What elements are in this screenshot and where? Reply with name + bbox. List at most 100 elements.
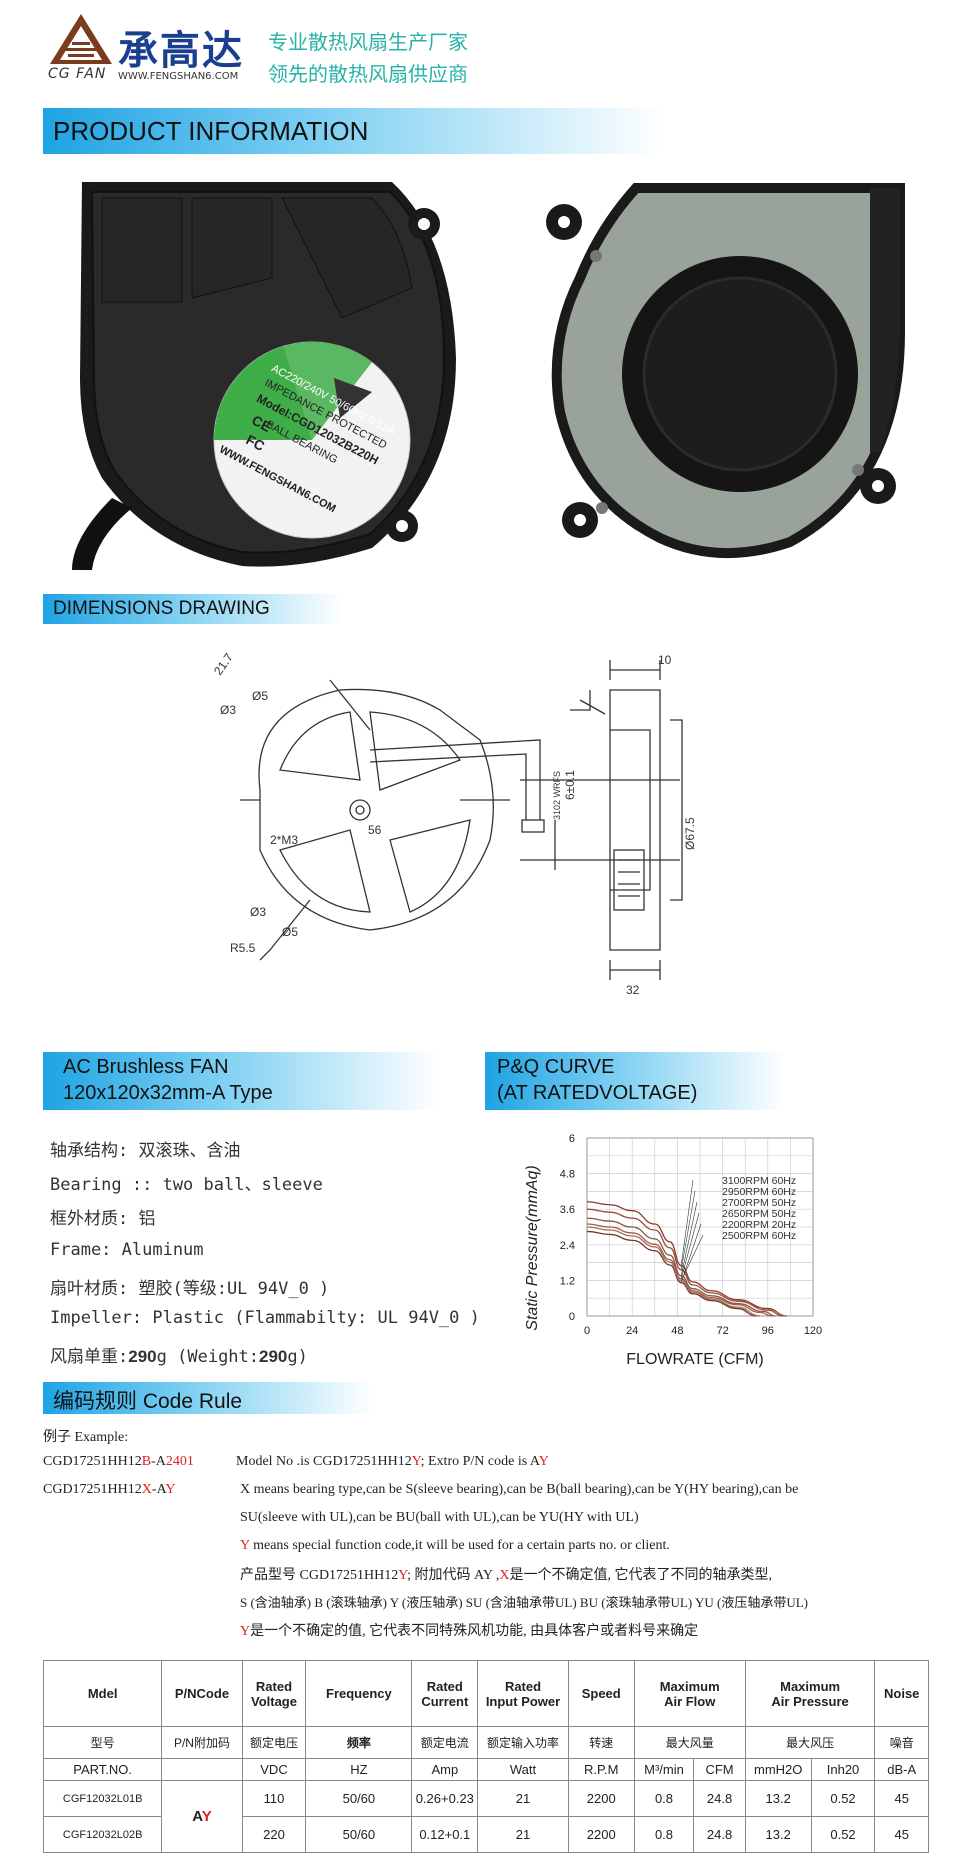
- th-max-air-pressure: Maximum Air Pressure: [744, 1660, 876, 1727]
- y-tick-label: 6: [569, 1133, 575, 1145]
- dimensions-drawing: 21.7 Ø5 Ø3 2*M3 56 Ø3 R5.5 Ø5 10 6±0.1 3…: [211, 650, 697, 997]
- series-line: [586, 1201, 787, 1317]
- dim-10: 10: [658, 653, 672, 667]
- dim-2m3: 2*M3: [270, 833, 298, 847]
- fan-type-title-2: 120x120x32mm-A Type: [63, 1082, 273, 1104]
- code-rule-example-2-code: CGD17251HH12X-AY: [43, 1482, 176, 1497]
- series-leader-line: [680, 1190, 696, 1271]
- cell-voltage: 220: [241, 1816, 307, 1853]
- cell-voltage: 110: [241, 1780, 307, 1817]
- unit-vdc: VDC: [241, 1758, 307, 1781]
- cell-m3-min: 0.8: [633, 1816, 695, 1853]
- legend-entry: 2500RPM 60Hz: [722, 1230, 796, 1242]
- cell-power: 21: [477, 1816, 569, 1853]
- spec-bearing-en: Bearing :: two ball、sleeve: [50, 1175, 323, 1195]
- spec-frame-en: Frame: Aluminum: [50, 1240, 204, 1260]
- cell-model: CGF12032L02B: [42, 1816, 163, 1853]
- dim-phi5-top: Ø5: [252, 689, 268, 703]
- unit-mmh2o: mmH2O: [744, 1758, 812, 1781]
- dim-phi67-5: Ø67.5: [683, 817, 697, 850]
- x-tick-label: 24: [626, 1325, 638, 1337]
- cell-inh20: 0.52: [810, 1780, 876, 1817]
- th-speed: Speed: [567, 1660, 635, 1727]
- chart-series-group: [586, 1179, 787, 1317]
- cell-speed: 2200: [567, 1816, 635, 1853]
- code-rule-line-4: Y means special function code,it will be…: [240, 1538, 670, 1553]
- section-title-code-rule: 编码规则 Code Rule: [53, 1390, 243, 1413]
- spec-impeller-en: Impeller: Plastic (Flammabilty: UL 94V_0…: [50, 1308, 480, 1328]
- th-cn-current: 额定电流: [411, 1726, 479, 1759]
- cell-speed: 2200: [567, 1780, 635, 1817]
- series-line: [586, 1223, 772, 1317]
- series-leader-line: [680, 1201, 698, 1277]
- cell-noise: 45: [874, 1780, 929, 1817]
- series-line: [586, 1230, 757, 1317]
- dim-phi5-bottom: Ø5: [282, 925, 298, 939]
- x-tick-label: 0: [584, 1325, 590, 1337]
- series-leader-line: [680, 1212, 700, 1279]
- series-leader-line: [680, 1234, 704, 1282]
- table-row: CGF12032L01B AY 110 50/60 0.26+0.23 21 2…: [42, 1780, 929, 1853]
- dim-32: 32: [626, 983, 640, 997]
- brand-name-cn: 承高达: [118, 28, 244, 74]
- cell-cfm: 24.8: [693, 1780, 746, 1817]
- section-bar-pq-curve: P&Q CURVE (AT RATEDVOLTAGE): [485, 1052, 785, 1110]
- series-leader-line: [680, 1179, 694, 1266]
- section-bar-dimensions: DIMENSIONS DRAWING: [43, 594, 343, 624]
- th-cn-frequency: 频率: [305, 1726, 413, 1759]
- spec-impeller-cn: 扇叶材质: 塑胶(等级:UL 94V_0 ): [50, 1279, 330, 1299]
- chart-y-axis-label: Static Pressure(mmAq): [524, 1165, 541, 1330]
- y-tick-label: 2.4: [560, 1240, 575, 1252]
- y-tick-label: 1.2: [560, 1275, 575, 1287]
- cell-frequency: 50/60: [305, 1780, 413, 1817]
- cell-current: 0.12+0.1: [411, 1816, 479, 1853]
- th-noise: Noise: [874, 1660, 929, 1727]
- brand-name-en: CG FAN: [48, 66, 107, 82]
- th-cn-pn: P/N附加码: [161, 1726, 243, 1759]
- unit-dba: dB-A: [874, 1758, 929, 1781]
- th-model: Mdel: [42, 1660, 163, 1727]
- legend-entry: 2650RPM 50Hz: [722, 1208, 796, 1220]
- legend-entry: 2700RPM 50Hz: [722, 1197, 796, 1209]
- x-tick-label: 72: [716, 1325, 728, 1337]
- th-max-air-flow: Maximum Air Flow: [633, 1660, 746, 1727]
- cell-power: 21: [477, 1780, 569, 1817]
- unit-watt: Watt: [477, 1758, 569, 1781]
- spec-weight: 风扇单重:290g (Weight:290g): [50, 1347, 308, 1367]
- brand-url[interactable]: WWW.FENGSHAN6.COM: [118, 71, 239, 82]
- code-rule-example-label: 例子 Example:: [43, 1430, 129, 1445]
- y-tick-label: 0: [569, 1311, 575, 1323]
- section-bar-fan-type: AC Brushless FAN 120x120x32mm-A Type: [43, 1052, 438, 1110]
- chart-x-axis-label: FLOWRATE (CFM): [626, 1351, 763, 1368]
- th-cn-model: 型号: [42, 1726, 163, 1759]
- th-cn-speed: 转速: [567, 1726, 635, 1759]
- legend-entry: 2950RPM 60Hz: [722, 1186, 796, 1198]
- cell-model: CGF12032L01B: [42, 1780, 163, 1817]
- th-cn-voltage: 额定电压: [241, 1726, 307, 1759]
- th-pn-code: P/NCode: [161, 1660, 243, 1727]
- dim-wire-spec: 3102 WRFS: [552, 771, 562, 820]
- table-header-cn-row: 型号 P/N附加码 额定电压 频率 额定电流 额定输入功率 转速 最大风量 最大…: [42, 1726, 929, 1759]
- table-row: CGF12032L02B 220 50/60 0.12+0.1 21 2200 …: [42, 1816, 929, 1853]
- y-tick-label: 3.6: [560, 1204, 575, 1216]
- code-rule-example-1-desc: Model No .is CGD17251HH12Y; Extro P/N co…: [236, 1454, 549, 1469]
- table-unit-row: PART.NO. VDC HZ Amp Watt R.P.M M³/min CF…: [42, 1758, 929, 1781]
- cell-cfm: 24.8: [693, 1816, 746, 1853]
- pq-title-1: P&Q CURVE: [497, 1056, 615, 1078]
- cell-pn-code: AY: [161, 1780, 243, 1853]
- code-rule-example-1-code: CGD17251HH12B-A2401: [43, 1454, 194, 1469]
- unit-hz: HZ: [305, 1758, 413, 1781]
- y-tick-label: 4.8: [560, 1169, 575, 1181]
- fan-front-photo: AC220/240V 50/60Hz 0.12A IMPEDANCE PROTE…: [72, 182, 456, 570]
- cell-current: 0.26+0.23: [411, 1780, 479, 1817]
- fan-type-title-1: AC Brushless FAN: [63, 1056, 229, 1078]
- code-rule-line-3: SU(sleeve with UL),can be BU(ball with U…: [240, 1510, 639, 1525]
- unit-amp: Amp: [411, 1758, 479, 1781]
- series-line: [586, 1226, 761, 1317]
- cell-frequency: 50/60: [305, 1816, 413, 1853]
- unit-m3-min: M³/min: [633, 1758, 695, 1781]
- spec-frame-cn: 框外材质: 铝: [50, 1209, 156, 1229]
- slogan-line-2: 领先的散热风扇供应商: [268, 62, 468, 86]
- cell-inh20: 0.52: [810, 1816, 876, 1853]
- dim-phi3-top: Ø3: [220, 703, 236, 717]
